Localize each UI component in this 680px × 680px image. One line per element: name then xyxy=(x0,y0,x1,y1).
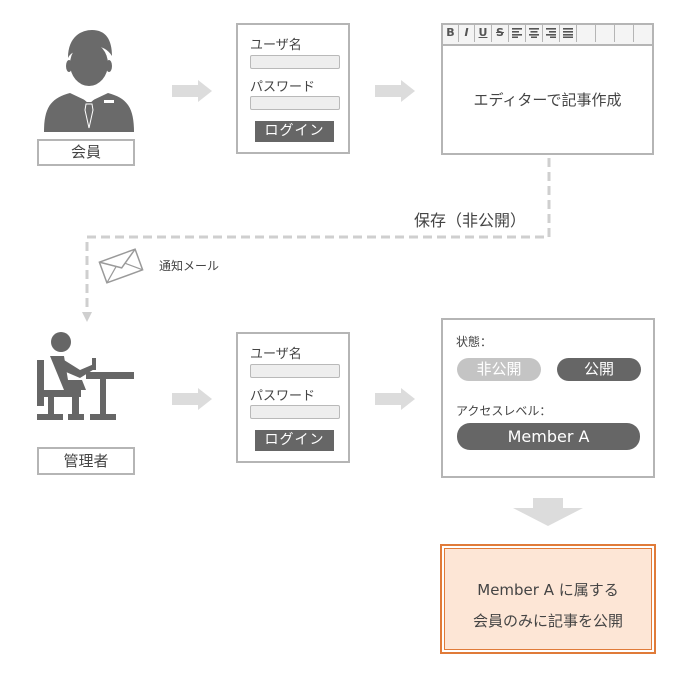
login-form: ユーザ名 パスワード ログイン xyxy=(236,332,350,463)
password-label: パスワード xyxy=(250,80,316,95)
editor-box: エディターで記事作成 xyxy=(441,23,654,155)
login-form: ユーザ名 パスワード ログイン xyxy=(236,23,350,154)
align-left-icon[interactable] xyxy=(509,24,526,42)
underline-button[interactable]: U xyxy=(475,24,492,42)
arrow-down-icon xyxy=(513,498,583,526)
toolbar-empty-slot xyxy=(596,24,615,42)
arrow-right-icon xyxy=(375,388,415,410)
save-private-label: 保存（非公開） xyxy=(414,211,527,230)
status-label: 状態： xyxy=(456,335,493,349)
password-label: パスワード xyxy=(250,389,316,404)
username-input[interactable] xyxy=(250,364,340,378)
align-center-icon[interactable] xyxy=(526,24,543,42)
justify-icon[interactable] xyxy=(560,24,577,42)
access-level-select[interactable]: Member A xyxy=(457,423,640,450)
notify-mail-label: 通知メール xyxy=(159,259,220,273)
businessman-icon xyxy=(44,30,134,132)
login-button[interactable]: ログイン xyxy=(255,430,334,451)
admin-caption: 管理者 xyxy=(37,447,135,475)
italic-button[interactable]: I xyxy=(459,24,475,42)
result-box: Member A に属する 会員のみに記事を公開 xyxy=(440,544,656,654)
strike-button[interactable]: S xyxy=(492,24,509,42)
arrow-right-icon xyxy=(172,80,212,102)
login-button[interactable]: ログイン xyxy=(255,121,334,142)
username-label: ユーザ名 xyxy=(250,347,302,362)
dashed-flow-line xyxy=(82,158,551,322)
member-caption: 会員 xyxy=(37,139,135,166)
access-level-label: アクセスレベル： xyxy=(456,404,552,418)
username-input[interactable] xyxy=(250,55,340,69)
arrow-right-icon xyxy=(172,388,212,410)
password-input[interactable] xyxy=(250,405,340,419)
bold-button[interactable]: B xyxy=(443,24,459,42)
envelope-icon xyxy=(98,248,144,284)
align-right-icon[interactable] xyxy=(543,24,560,42)
private-option[interactable]: 非公開 xyxy=(457,358,541,381)
toolbar-empty-slot xyxy=(615,24,634,42)
editor-text: エディターで記事作成 xyxy=(473,91,622,109)
public-option[interactable]: 公開 xyxy=(557,358,641,381)
username-label: ユーザ名 xyxy=(250,38,302,53)
person-at-desk-icon xyxy=(37,332,134,420)
toolbar-empty-slot xyxy=(577,24,596,42)
password-input[interactable] xyxy=(250,96,340,110)
result-line-1: Member A に属する xyxy=(477,581,619,599)
result-line-2: 会員のみに記事を公開 xyxy=(472,612,623,630)
arrow-right-icon xyxy=(375,80,415,102)
publish-settings-box: 状態： 非公開 公開 アクセスレベル： Member A xyxy=(441,318,655,478)
